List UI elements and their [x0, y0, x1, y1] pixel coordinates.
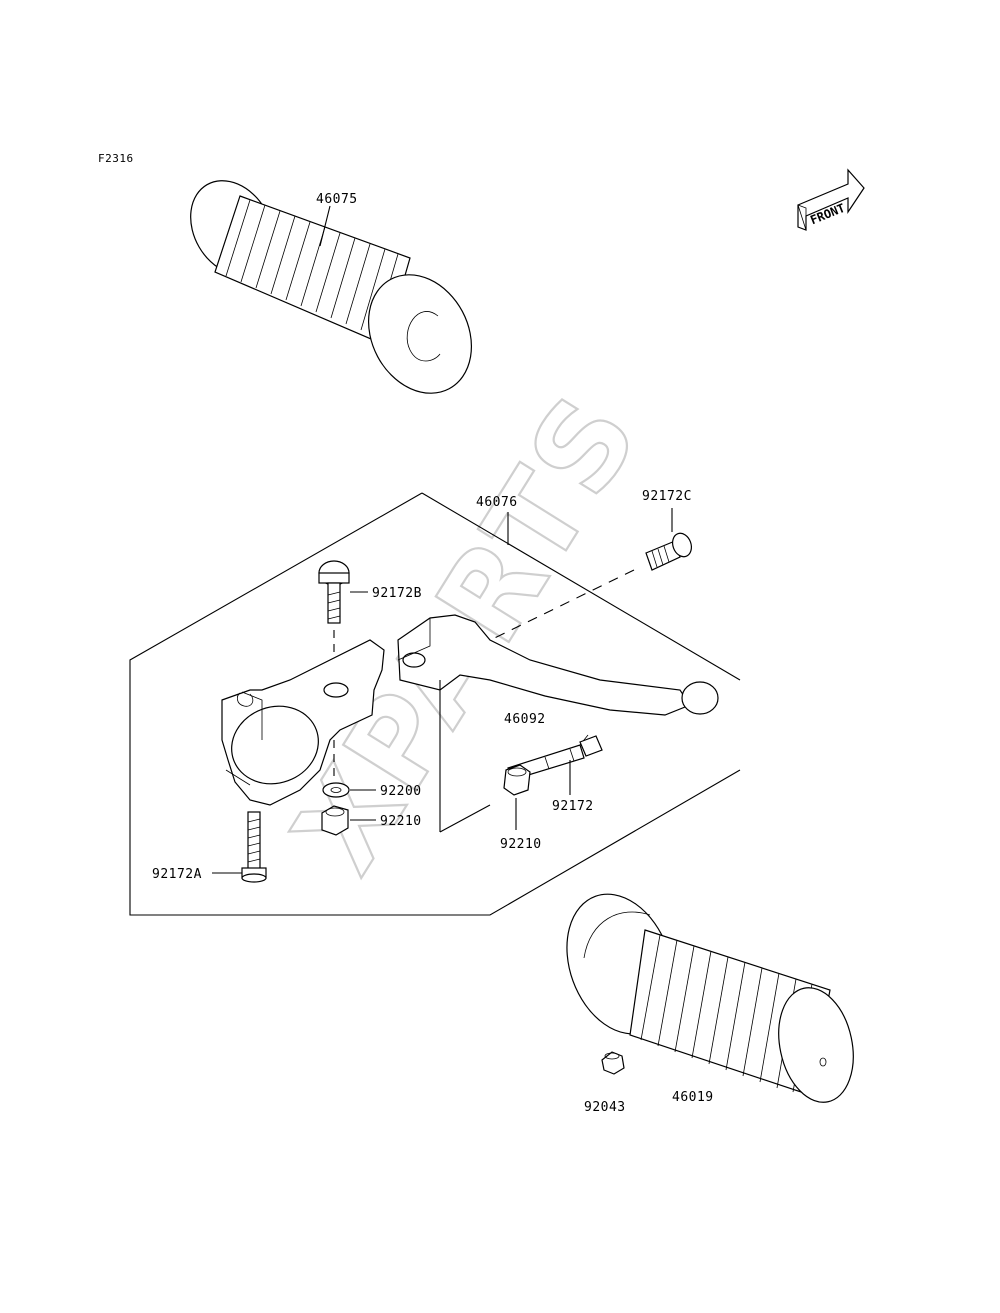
front-arrow-icon: FRONT [797, 168, 865, 231]
nut-92210-b [503, 764, 531, 796]
plug-92043 [601, 1051, 625, 1075]
part-label-46092: 46092 [504, 712, 546, 727]
screw-92172C [645, 532, 693, 571]
part-label-92172: 92172 [552, 799, 594, 814]
part-label-92172A: 92172A [152, 867, 202, 882]
grip-46075 [190, 180, 473, 394]
part-label-46019: 46019 [672, 1090, 714, 1105]
part-label-46076: 46076 [476, 495, 518, 510]
assembly-outline [129, 492, 741, 916]
grip-46019 [566, 893, 854, 1103]
lever-46092 [397, 614, 719, 716]
part-label-46075: 46075 [316, 192, 358, 207]
washer-92200 [322, 782, 350, 798]
part-label-92210-a: 92210 [380, 814, 422, 829]
figure-code: F2316 [98, 152, 134, 165]
part-label-92200: 92200 [380, 784, 422, 799]
screw-92172A [241, 811, 267, 883]
nut-92210 [321, 805, 349, 836]
lever-holder [221, 639, 385, 806]
part-label-92172C: 92172C [642, 489, 692, 504]
part-label-92172B: 92172B [372, 586, 422, 601]
part-label-92043: 92043 [584, 1100, 626, 1115]
part-label-92210-b: 92210 [500, 837, 542, 852]
screw-92172B [318, 560, 350, 624]
